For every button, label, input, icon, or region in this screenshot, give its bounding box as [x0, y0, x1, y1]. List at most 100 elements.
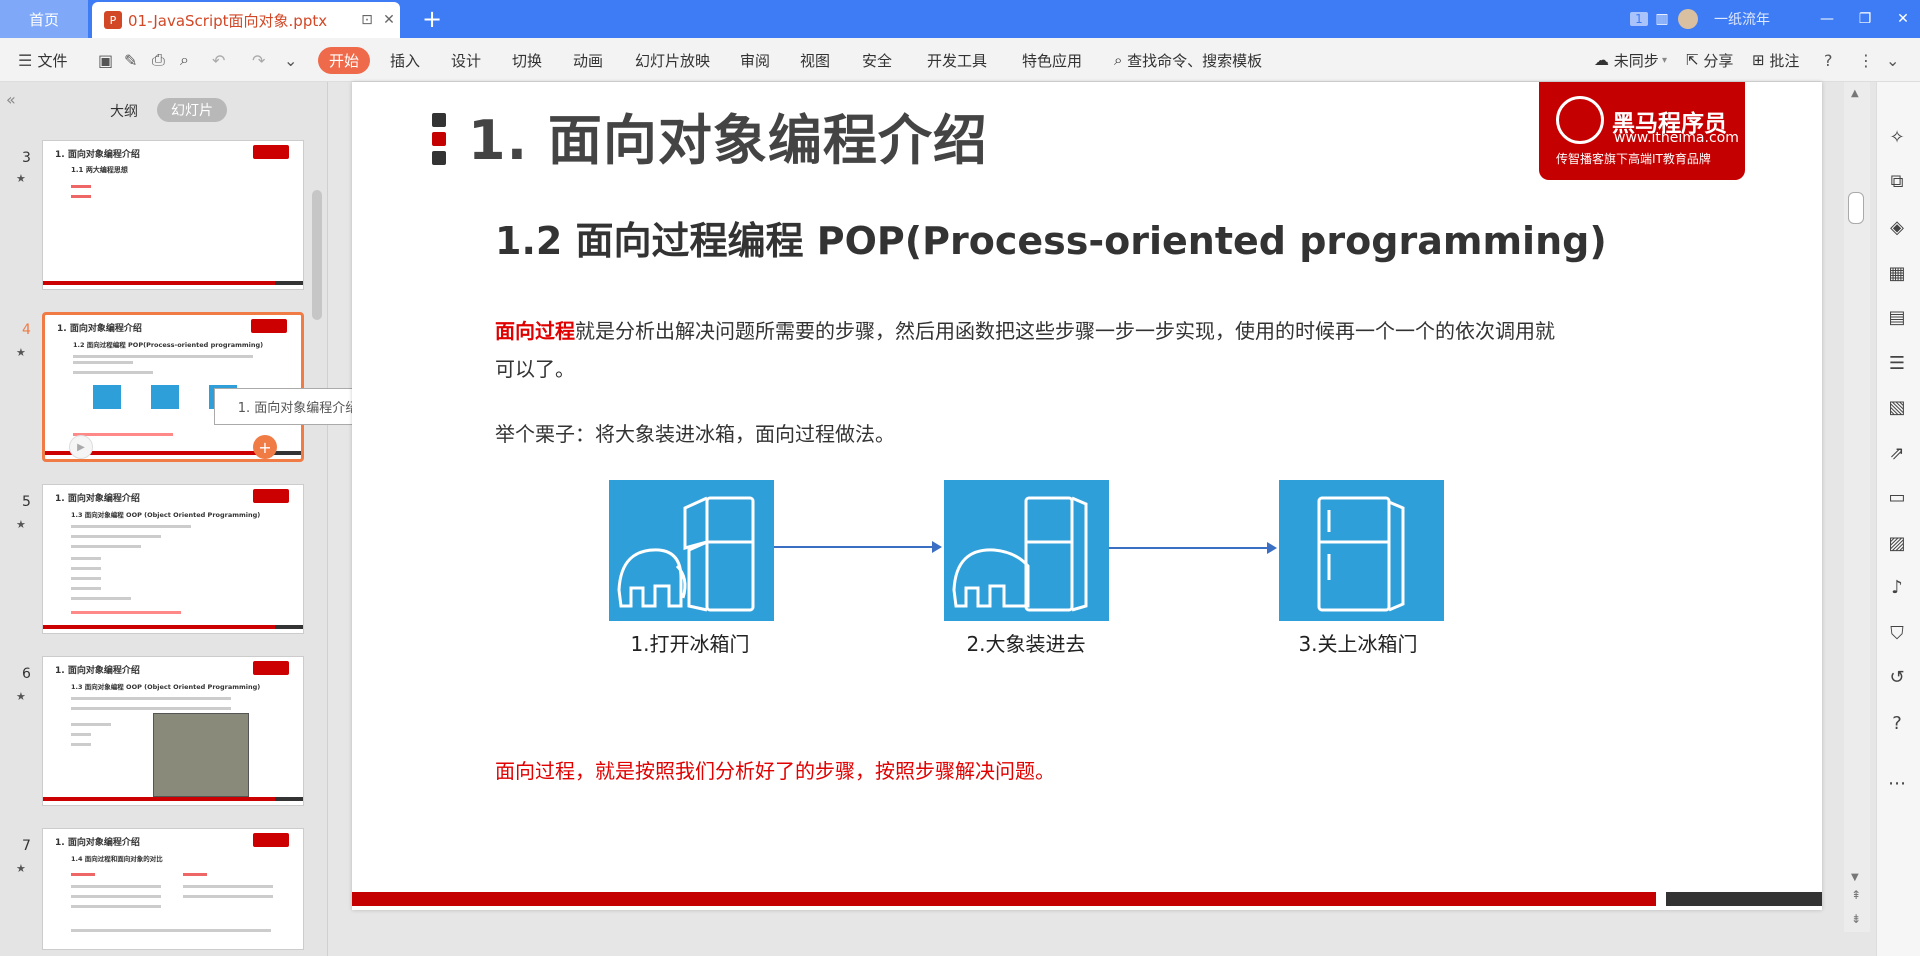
share-icon: ⇱: [1686, 51, 1704, 69]
scroll-up-icon[interactable]: ▲: [1851, 88, 1859, 99]
title-bullet-icon: [432, 113, 446, 170]
new-tab-button[interactable]: +: [421, 5, 443, 33]
user-name[interactable]: 一纸流年: [1714, 12, 1770, 28]
paragraph-text: 就是分析出解决问题所需要的步骤，然后用函数把这些步骤一步一步实现，使用的时候再一…: [495, 319, 1555, 381]
thumbnail-scrollbar[interactable]: [312, 190, 322, 320]
avatar[interactable]: [1676, 0, 1700, 38]
previous-slide-icon[interactable]: ⇞: [1851, 888, 1862, 902]
thumb-line: [71, 929, 271, 932]
sync-button[interactable]: ☁ 未同步 ▾: [1594, 38, 1667, 82]
settings-sliders-icon[interactable]: ☰: [1888, 352, 1906, 374]
conclusion-text[interactable]: 面向过程，就是按照我们分析好了的步骤，按照步骤解决问题。: [495, 759, 1055, 783]
collapse-ribbon-icon[interactable]: ⌄: [1886, 50, 1900, 70]
thumb-line: [73, 361, 133, 364]
example-paragraph[interactable]: 举个栗子：将大象装进冰箱，面向过程做法。: [495, 422, 895, 446]
close-window-icon[interactable]: ✕: [1897, 11, 1909, 27]
cloud-icon: ☁: [1594, 51, 1614, 69]
picture-icon[interactable]: ▨: [1888, 532, 1906, 554]
comment-button[interactable]: ⊞ 批注: [1752, 38, 1799, 82]
tab-review[interactable]: 审阅: [740, 51, 771, 70]
step-label[interactable]: 2.大象装进去: [966, 632, 1086, 656]
thumb-step-image: [151, 385, 179, 409]
slide-thumbnail-5[interactable]: 1. 面向对象编程介绍 1.3 面向对象编程 OOP (Object Orien…: [42, 484, 304, 634]
close-tab-icon[interactable]: ✕: [383, 12, 395, 28]
thumb-line: [71, 611, 181, 614]
collapse-panel-icon[interactable]: «: [6, 90, 16, 109]
undo-icon[interactable]: ↶: [212, 50, 226, 70]
slide-thumbnail-6[interactable]: 1. 面向对象编程介绍 1.3 面向对象编程 OOP (Object Orien…: [42, 656, 304, 806]
tab-outline[interactable]: 大纲: [110, 104, 138, 120]
tab-home[interactable]: 首页: [0, 0, 88, 38]
step-image-open-fridge[interactable]: [609, 480, 774, 621]
next-slide-icon[interactable]: ⇟: [1851, 912, 1862, 926]
bullet-square: [432, 151, 446, 165]
format-painter-icon[interactable]: ✎: [124, 50, 138, 70]
image-edit-icon[interactable]: ▧: [1888, 396, 1906, 418]
tab-design[interactable]: 设计: [451, 51, 482, 70]
minimize-icon[interactable]: —: [1820, 11, 1834, 27]
document-tab-title: 01-JavaScript面向对象.pptx: [128, 11, 328, 30]
shapes-icon[interactable]: ⧉: [1890, 170, 1904, 192]
archive-icon[interactable]: ▭: [1888, 486, 1906, 508]
pin-icon[interactable]: ⊡: [361, 12, 373, 28]
file-menu[interactable]: ☰ 文件: [18, 38, 67, 82]
slide-title[interactable]: 1. 面向对象编程介绍: [468, 109, 988, 172]
share-button[interactable]: ⇱ 分享: [1686, 38, 1733, 82]
tab-devtools[interactable]: 开发工具: [927, 51, 988, 70]
tab-slideshow[interactable]: 幻灯片放映: [635, 51, 711, 70]
export-icon[interactable]: ⇗: [1889, 442, 1905, 464]
scroll-thumb[interactable]: [1848, 192, 1864, 224]
print-preview-icon[interactable]: ⌕: [180, 50, 189, 69]
print-icon[interactable]: ⎙: [152, 50, 165, 69]
thumb-line: [71, 525, 191, 528]
more-options-icon[interactable]: ⋯: [1888, 772, 1906, 794]
restore-icon[interactable]: ❐: [1858, 11, 1872, 27]
quick-access-dropdown-icon[interactable]: ⌄: [284, 50, 298, 70]
thumb-line: [183, 895, 273, 898]
shield-icon[interactable]: ⛉: [1890, 622, 1904, 644]
redo-icon[interactable]: ↷: [252, 50, 266, 70]
slide-subtitle[interactable]: 1.2 面向过程编程 POP(Process-oriented programm…: [495, 219, 1607, 263]
step-label[interactable]: 3.关上冰箱门: [1298, 632, 1418, 656]
tab-security[interactable]: 安全: [862, 51, 893, 70]
history-icon[interactable]: ↺: [1889, 666, 1905, 688]
tab-transition[interactable]: 切换: [512, 51, 543, 70]
thumb-footer-bar: [45, 451, 301, 455]
tab-document[interactable]: P 01-JavaScript面向对象.pptx ⊡ ✕: [92, 2, 400, 38]
more-icon[interactable]: ⋮: [1858, 50, 1874, 70]
scroll-down-icon[interactable]: ▼: [1851, 872, 1859, 883]
layers-icon[interactable]: ◈: [1890, 216, 1904, 238]
tab-slides[interactable]: 幻灯片: [157, 98, 227, 122]
thumb-line: [71, 723, 111, 726]
play-slide-icon[interactable]: ▶: [69, 435, 93, 459]
help-icon[interactable]: ?: [1824, 50, 1833, 70]
horse-logo-icon: [1556, 96, 1604, 144]
slide-footer-bar-dark: [1666, 892, 1822, 906]
step-label[interactable]: 1.打开冰箱门: [630, 632, 750, 656]
page-count-badge[interactable]: 1: [1626, 0, 1652, 38]
search-commands[interactable]: ⌕ 查找命令、搜索模板: [1114, 38, 1262, 82]
tab-start[interactable]: 开始: [318, 47, 371, 74]
step-image-close-fridge[interactable]: [1279, 480, 1444, 621]
step-arrow: [774, 541, 942, 553]
slide-thumbnail-7[interactable]: 1. 面向对象编程介绍 1.4 面向过程和面向对象的对比: [42, 828, 304, 950]
tab-view[interactable]: 视图: [800, 51, 831, 70]
logo-name: 黑马程序员: [1612, 111, 1727, 137]
thumb-line: [71, 885, 161, 888]
audio-icon[interactable]: ♪: [1891, 576, 1903, 598]
chart-icon[interactable]: ▤: [1888, 306, 1906, 328]
step-image-elephant-in[interactable]: [944, 480, 1109, 621]
grid-icon[interactable]: ▦: [1888, 262, 1906, 284]
add-slide-icon[interactable]: +: [253, 435, 277, 459]
help-circle-icon[interactable]: ?: [1892, 712, 1902, 734]
tab-animation[interactable]: 动画: [573, 51, 604, 70]
description-paragraph[interactable]: 面向过程就是分析出解决问题所需要的步骤，然后用函数把这些步骤一步一步实现，使用的…: [495, 312, 1555, 388]
elephant-fridge-icon: [952, 496, 1088, 612]
slide-thumbnail-3[interactable]: 1. 面向对象编程介绍 1.1 两大编程思想: [42, 140, 304, 290]
window-tiles-icon[interactable]: ▥: [1655, 11, 1669, 27]
save-icon[interactable]: ▣: [98, 50, 114, 70]
tab-special[interactable]: 特色应用: [1022, 51, 1083, 70]
slide-thumbnail-4-selected[interactable]: 1. 面向对象编程介绍 1.2 面向过程编程 POP(Process-orien…: [42, 312, 304, 462]
magic-icon[interactable]: ✧: [1889, 126, 1905, 148]
tab-insert[interactable]: 插入: [390, 51, 421, 70]
